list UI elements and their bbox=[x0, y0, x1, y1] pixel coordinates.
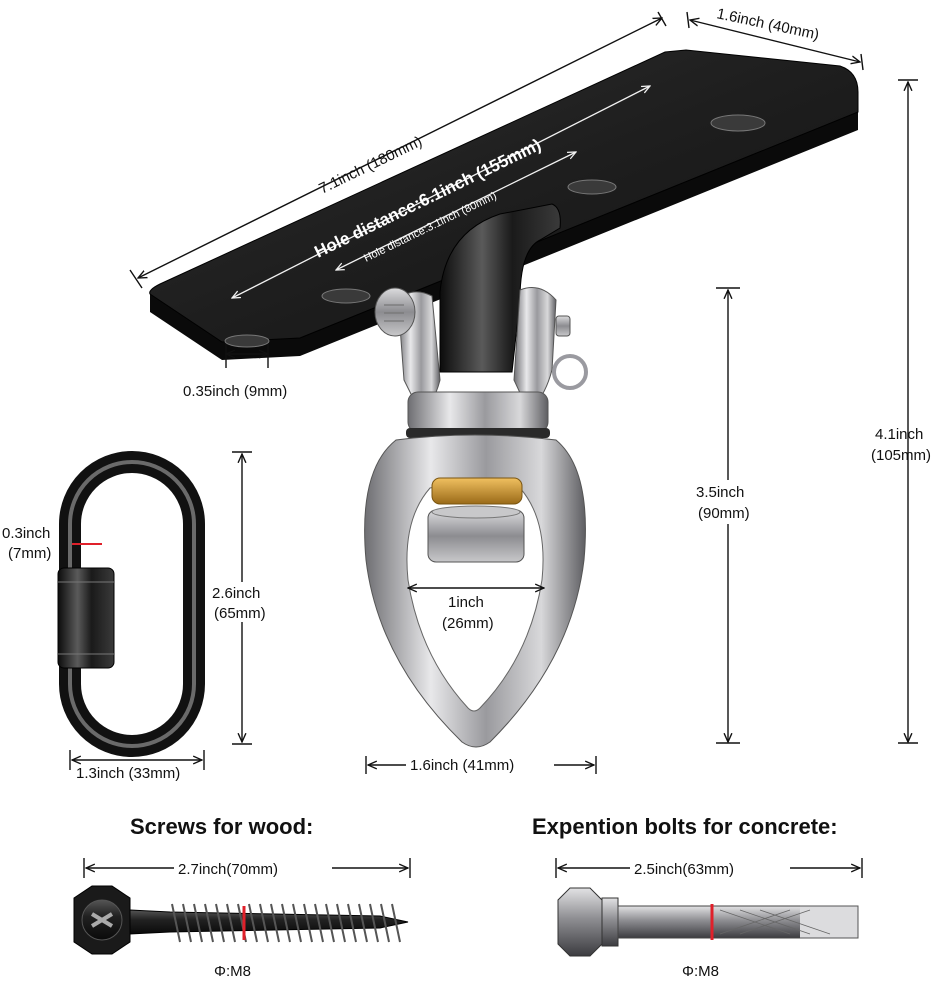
screw-thread bbox=[281, 903, 291, 943]
plate-hole bbox=[224, 334, 270, 348]
screw-thread bbox=[215, 903, 225, 943]
screw-thread bbox=[358, 903, 368, 943]
screw-thread bbox=[336, 903, 346, 943]
plate-hole bbox=[567, 179, 617, 195]
plate-width-label: 1.6inch (40mm) bbox=[715, 5, 820, 43]
screw-thread bbox=[347, 903, 357, 943]
swivel-inner-label-line2: (26mm) bbox=[442, 615, 494, 632]
bolt-heading: Expention bolts for concrete: bbox=[532, 814, 838, 839]
screw-thread bbox=[270, 903, 280, 943]
screw-thread bbox=[314, 903, 324, 943]
screw-thread bbox=[248, 903, 258, 943]
carabiner-height-label-line1: 2.6inch bbox=[212, 585, 260, 602]
swivel-inner-label-line1: 1inch bbox=[448, 594, 484, 611]
screw-thread bbox=[182, 903, 192, 943]
expansion-bolt bbox=[557, 887, 859, 957]
screw-thread bbox=[204, 903, 214, 943]
plate-hole bbox=[321, 288, 371, 304]
total-height-label-line1: 4.1inch bbox=[875, 426, 923, 443]
swivel-width-label: 1.6inch (41mm) bbox=[410, 757, 514, 774]
bolt-diameter-label: Φ:M8 bbox=[682, 963, 719, 980]
screw-thread bbox=[226, 903, 236, 943]
quick-link-carabiner bbox=[57, 451, 205, 757]
carabiner-thickness-label-line2: (7mm) bbox=[8, 545, 51, 562]
plate-hole bbox=[710, 114, 766, 132]
total-height-label-line2: (105mm) bbox=[871, 447, 931, 464]
bolt-length-label: 2.5inch(63mm) bbox=[634, 861, 734, 878]
screw-thread bbox=[193, 903, 203, 943]
screw-thread bbox=[369, 903, 379, 943]
hole-diameter-label: 0.35inch (9mm) bbox=[183, 383, 287, 400]
screw-heading: Screws for wood: bbox=[130, 814, 313, 839]
screw-thread bbox=[303, 903, 313, 943]
carabiner-thickness-label-line1: 0.3inch bbox=[2, 525, 50, 542]
screw-thread bbox=[325, 903, 335, 943]
wood-screw bbox=[73, 885, 409, 955]
screw-thread bbox=[391, 903, 401, 943]
screw-thread bbox=[171, 903, 181, 943]
screw-thread bbox=[292, 903, 302, 943]
carabiner-height-label-line2: (65mm) bbox=[214, 605, 266, 622]
screw-diameter-label: Φ:M8 bbox=[214, 963, 251, 980]
screw-length-label: 2.7inch(70mm) bbox=[178, 861, 278, 878]
swivel-height-label-line2: (90mm) bbox=[698, 505, 750, 522]
screw-thread bbox=[380, 903, 390, 943]
swivel-height-label-line1: 3.5inch bbox=[696, 484, 744, 501]
carabiner-width-label: 1.3inch (33mm) bbox=[76, 765, 180, 782]
screw-thread bbox=[259, 903, 269, 943]
